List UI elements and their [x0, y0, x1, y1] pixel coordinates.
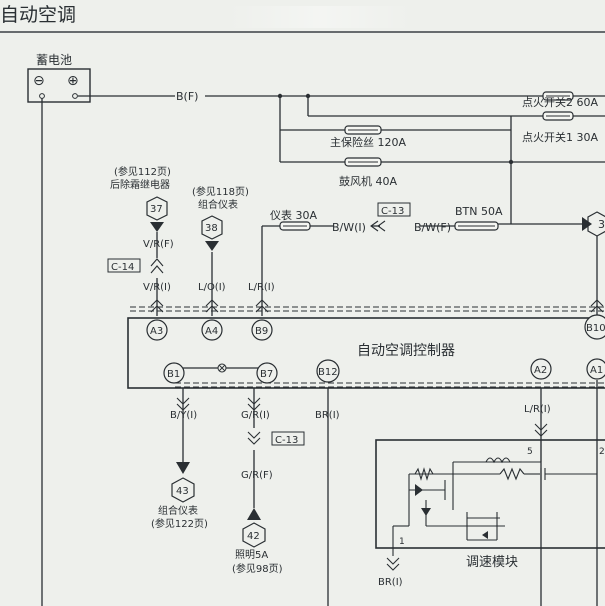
fuse-label-blower: 鼓风机 40A — [339, 174, 397, 188]
arrow-down-icon — [150, 222, 164, 232]
pin-a3: A3 — [150, 326, 163, 337]
wire-label-bw-i: B/W(I) — [332, 221, 366, 234]
module-pin-1: 1 — [399, 537, 405, 547]
diode-icon — [421, 508, 431, 516]
lamp-cross-icon — [218, 364, 226, 372]
wire-label-b-f: B(F) — [176, 90, 198, 103]
wire-label-bw-f: B/W(F) — [414, 221, 451, 234]
ref-37-badge — [146, 196, 168, 221]
ref-42-line2: (参见98页) — [232, 562, 283, 575]
ref-3-badge — [587, 211, 605, 237]
battery-minus-icon: ⊖ — [33, 73, 45, 89]
glare — [225, 6, 415, 28]
pin-circles — [146, 314, 605, 384]
ref-37-line2: 后除霜继电器 — [110, 178, 170, 191]
ref-38-number: 38 — [205, 223, 218, 234]
fuse-label-ignition2: 点火开关2 60A — [522, 95, 598, 109]
wire-label-lr-i-top: L/R(I) — [248, 282, 275, 293]
fuse-label-btn: BTN 50A — [455, 205, 503, 218]
module-circuit — [392, 440, 597, 556]
dashed-bus — [130, 306, 605, 388]
fuse-inner-lines — [283, 95, 570, 227]
pin-a2: A2 — [534, 365, 547, 376]
junction-dot — [508, 159, 514, 165]
controller-label: 自动空调控制器 — [357, 343, 455, 359]
wire-label-gr-i: G/R(I) — [241, 410, 270, 421]
speed-module-label: 调速模块 — [466, 555, 518, 570]
controller-box — [127, 317, 605, 389]
ref-37-line1: (参见112页) — [114, 165, 171, 178]
connector-c13-top: C-13 — [381, 206, 404, 217]
connector-c13-top-box — [377, 202, 411, 217]
wire-label-by-i: B/Y(I) — [170, 410, 197, 421]
page-title: 自动空调 — [0, 4, 76, 26]
ref-38-badge — [201, 215, 223, 240]
junction-dot — [277, 93, 283, 99]
arrow-down-icon — [176, 462, 190, 474]
connector-chevron-icon — [150, 258, 164, 274]
battery-terminal-pos — [72, 93, 78, 99]
module-pin-2: 2 — [599, 447, 605, 457]
transistor-arrow-icon — [482, 531, 488, 539]
arrow-up-icon — [247, 508, 261, 520]
pin-a4: A4 — [205, 326, 218, 337]
ref-3-number: 3 — [598, 218, 605, 231]
speed-module-box — [375, 439, 605, 549]
fuse-symbols — [279, 91, 574, 231]
ref-42-line1: 照明5A — [235, 549, 268, 561]
ref-43-badge — [171, 477, 195, 503]
ref-43-line1: 组合仪表 — [158, 504, 198, 517]
battery-plus-icon: ⊕ — [67, 73, 79, 89]
ref-43-number: 43 — [176, 486, 189, 497]
ref-42-number: 42 — [247, 531, 260, 542]
ref-42-badge — [242, 522, 266, 548]
wire-label-vr-i: V/R(I) — [143, 282, 171, 293]
ref-38-line1: (参见118页) — [192, 185, 249, 198]
pin-b1: B1 — [167, 369, 180, 380]
wire-label-br-i-mid: BR(I) — [315, 410, 340, 421]
fuse-label-main: 主保险丝 120A — [330, 135, 406, 149]
connector-c13-mid-box — [271, 431, 305, 446]
connector-c14: C-14 — [111, 262, 134, 273]
wire-label-gr-f: G/R(F) — [241, 470, 273, 481]
pin-chevrons — [150, 299, 604, 571]
pin-b12: B12 — [318, 367, 338, 378]
wires — [41, 95, 605, 606]
wire-label-br-i-bottom: BR(I) — [378, 577, 403, 588]
battery-label: 蓄电池 — [36, 53, 72, 67]
ref-38-line2: 组合仪表 — [198, 198, 238, 211]
ref-43-line2: (参见122页) — [151, 517, 208, 530]
pin-b7: B7 — [260, 369, 273, 380]
wire-label-lo-i: L/O(I) — [198, 282, 226, 293]
battery-terminal-neg — [39, 93, 45, 99]
connector-chevron-icon — [370, 220, 386, 232]
pin-b10: B10 — [586, 323, 605, 334]
arrow-down-icon — [205, 241, 219, 251]
pin-a1: A1 — [590, 365, 603, 376]
junction-dot — [305, 93, 311, 99]
wire-label-vr-f: V/R(F) — [143, 239, 174, 250]
fuse-label-ignition1: 点火开关1 30A — [522, 130, 598, 144]
connector-c14-box — [107, 258, 141, 273]
connector-chevron-icon — [247, 431, 261, 445]
wire-label-lr-i-right: L/R(I) — [524, 404, 551, 415]
connector-c13-mid: C-13 — [275, 435, 298, 446]
pin-b9: B9 — [255, 326, 268, 337]
module-pin-5: 5 — [527, 447, 533, 457]
fuse-label-meter: 仪表 30A — [270, 208, 317, 222]
ref-37-number: 37 — [150, 204, 163, 215]
battery-box — [27, 68, 91, 103]
diode-icon — [415, 484, 423, 496]
arrow-right-icon — [582, 217, 592, 231]
